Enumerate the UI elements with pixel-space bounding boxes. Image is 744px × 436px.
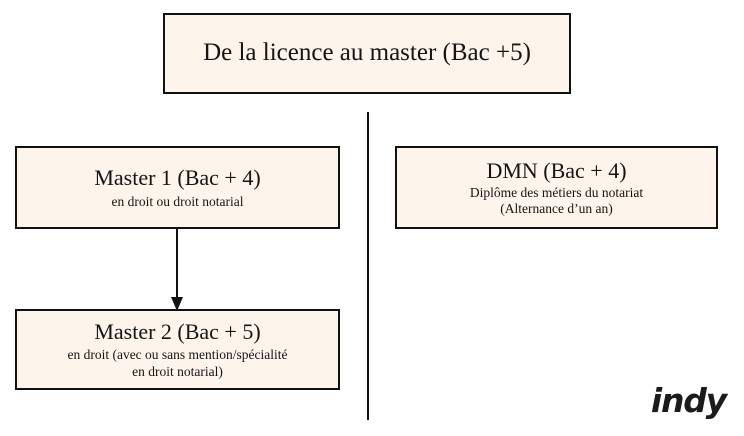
node-master-1-subtitle: en droit ou droit notarial [111, 193, 244, 209]
node-header-licence-au-master: De la licence au master (Bac +5) [163, 13, 571, 94]
node-master-2-title: Master 2 (Bac + 5) [94, 319, 261, 345]
arrow-master1-to-master2 [171, 227, 183, 311]
node-dmn-subtitle-line-2: (Alternance d’un an) [500, 201, 613, 217]
node-master-2-subtitle-line-1: en droit (avec ou sans mention/spécialit… [67, 347, 288, 363]
node-dmn-title: DMN (Bac + 4) [486, 157, 627, 183]
branch-divider [367, 112, 369, 420]
node-header-title: De la licence au master (Bac +5) [203, 39, 531, 67]
node-master-1-title: Master 1 (Bac + 4) [94, 165, 261, 191]
node-dmn: DMN (Bac + 4) Diplôme des métiers du not… [395, 146, 718, 229]
node-master-2-subtitle-line-2: en droit notarial) [132, 363, 223, 379]
indy-wordmark-text: indy [650, 380, 727, 420]
node-master-2: Master 2 (Bac + 5) en droit (avec ou san… [15, 309, 340, 390]
indy-logo: indy [648, 380, 727, 420]
node-master-1: Master 1 (Bac + 4) en droit ou droit not… [15, 146, 340, 229]
node-dmn-subtitle-line-1: Diplôme des métiers du notariat [469, 184, 644, 200]
